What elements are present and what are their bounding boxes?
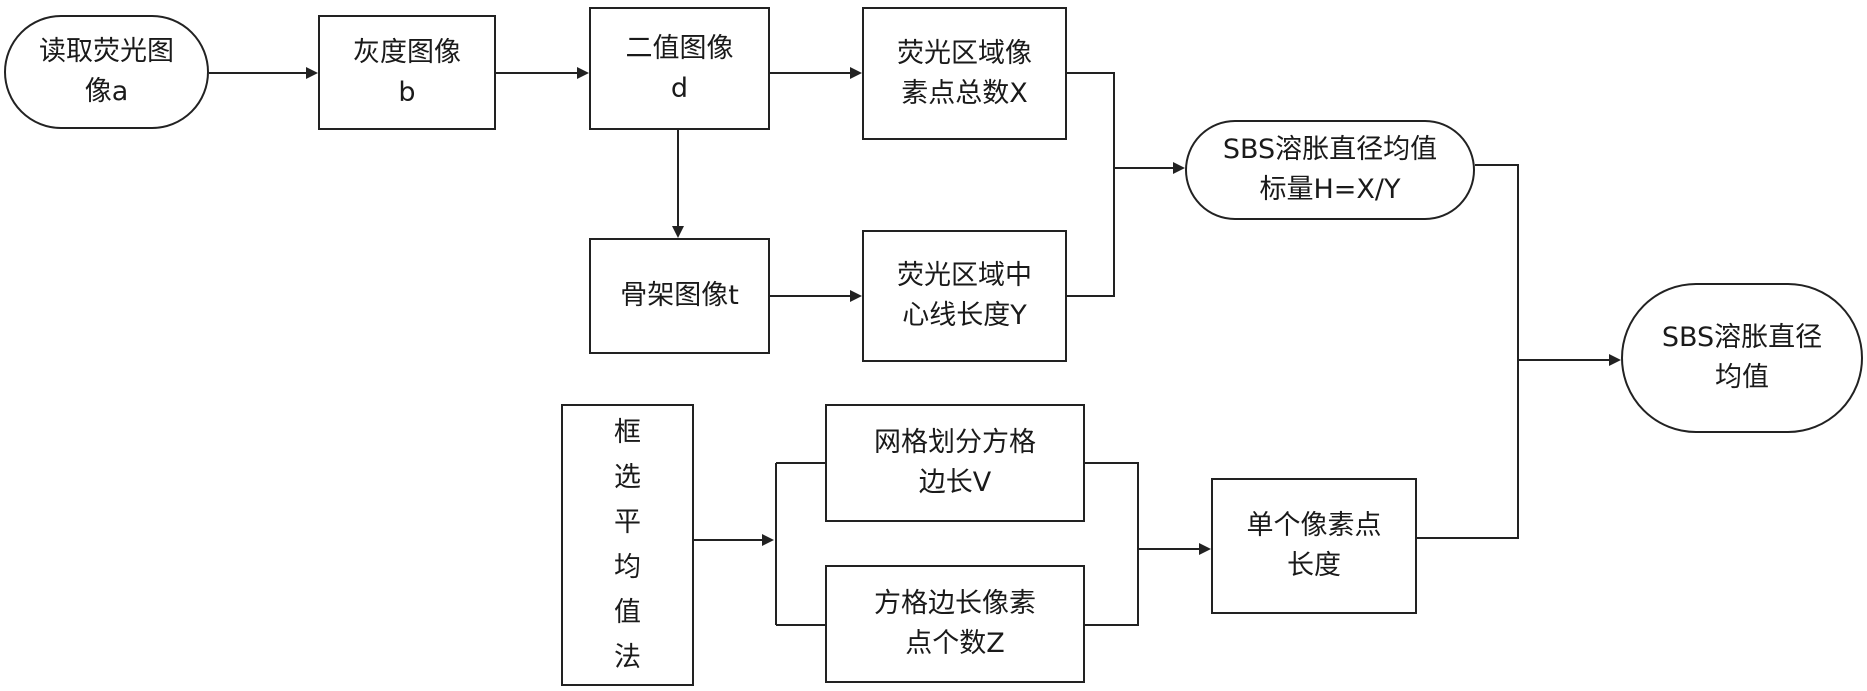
- read-image-line1: 读取荧光图: [39, 32, 174, 72]
- binary-line2: d: [671, 69, 688, 109]
- box-select-char: 值: [614, 590, 641, 635]
- pixel-total-line2: 素点总数X: [901, 74, 1028, 114]
- single-pixel-line2: 长度: [1287, 546, 1341, 586]
- side-count-line1: 方格边长像素: [874, 584, 1036, 624]
- grid-square-side-node: 网格划分方格 边长V: [825, 404, 1085, 522]
- pixel-total-line1: 荧光区域像: [897, 34, 1032, 74]
- fluorescence-pixel-total-node: 荧光区域像 素点总数X: [862, 7, 1067, 140]
- binary-image-node: 二值图像 d: [589, 7, 770, 130]
- side-pixel-count-node: 方格边长像素 点个数Z: [825, 565, 1085, 683]
- final-line1: SBS溶胀直径: [1662, 318, 1822, 358]
- read-image-line2: 像a: [85, 72, 129, 112]
- grid-side-line2: 边长V: [919, 463, 991, 503]
- box-select-char: 平: [614, 500, 641, 545]
- box-select-average-node: 框 选 平 均 值 法: [561, 404, 694, 686]
- ratio-line2: 标量H=X/Y: [1259, 170, 1400, 210]
- single-pixel-line1: 单个像素点: [1247, 506, 1382, 546]
- skeleton-line1: 骨架图像t: [620, 276, 739, 316]
- grayscale-image-node: 灰度图像 b: [318, 15, 496, 130]
- binary-line1: 二值图像: [626, 29, 734, 69]
- side-count-line2: 点个数Z: [905, 624, 1005, 664]
- centerline-line1: 荧光区域中: [897, 256, 1032, 296]
- final-line2: 均值: [1715, 358, 1769, 398]
- single-pixel-length-node: 单个像素点 长度: [1211, 478, 1417, 614]
- centerline-length-node: 荧光区域中 心线长度Y: [862, 230, 1067, 362]
- grayscale-line1: 灰度图像: [353, 33, 461, 73]
- read-fluorescence-image-node: 读取荧光图 像a: [4, 15, 209, 129]
- grayscale-line2: b: [398, 73, 415, 113]
- connector-pixel-out: [1067, 73, 1114, 296]
- grid-side-line1: 网格划分方格: [874, 423, 1036, 463]
- box-select-char: 法: [614, 635, 641, 680]
- centerline-line2: 心线长度Y: [902, 296, 1027, 336]
- sbs-ratio-node: SBS溶胀直径均值 标量H=X/Y: [1185, 120, 1475, 220]
- box-select-char: 选: [614, 455, 641, 500]
- ratio-line1: SBS溶胀直径均值: [1223, 130, 1437, 170]
- skeleton-image-node: 骨架图像t: [589, 238, 770, 354]
- box-select-char: 均: [614, 545, 641, 590]
- connector-grid-count-merge: [1085, 463, 1138, 625]
- connector-ratio-out: [1417, 165, 1518, 538]
- sbs-final-mean-node: SBS溶胀直径 均值: [1621, 283, 1863, 433]
- box-select-char: 框: [614, 410, 641, 455]
